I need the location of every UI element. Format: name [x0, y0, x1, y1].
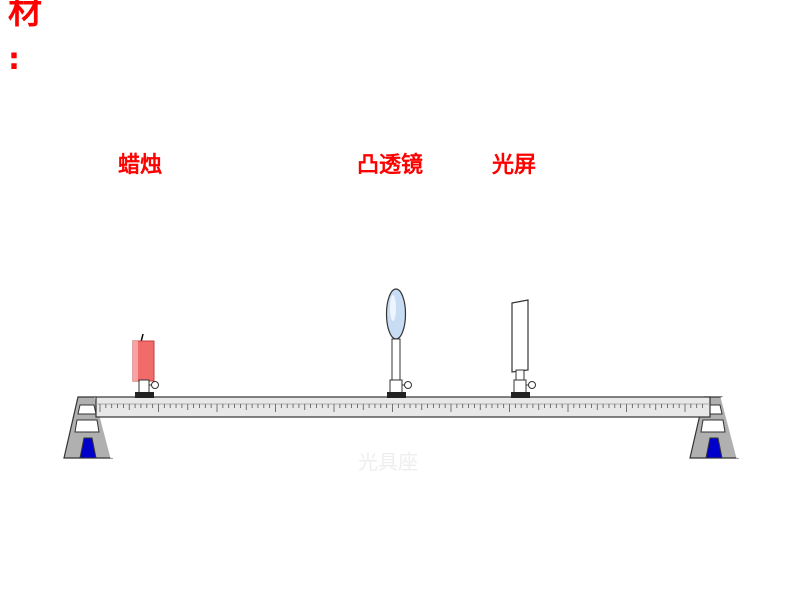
ruler-ticks: [99, 404, 703, 412]
light-screen: [511, 299, 536, 398]
candle: [132, 333, 159, 398]
lens-label: 凸透镜: [357, 153, 424, 178]
screen-label: 光屏: [492, 153, 537, 178]
heading-colon: :: [8, 42, 20, 77]
candle-label: 蜡烛: [118, 153, 163, 178]
convex-lens: [385, 288, 412, 398]
heading-char: 材: [8, 0, 42, 32]
bench-rail: [95, 396, 711, 418]
heading: 材 :: [8, 0, 42, 80]
bench-name: 光具座: [358, 450, 418, 474]
